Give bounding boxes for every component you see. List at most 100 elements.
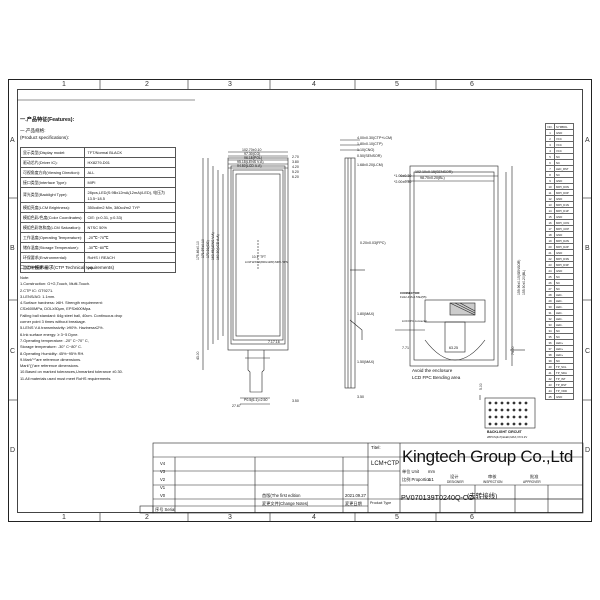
note-line: 7.Operating temperature: -20° C~70° C, — [20, 337, 89, 343]
dim-label: 5.20 — [292, 170, 299, 174]
row-letter: B — [10, 245, 15, 252]
dim-label: 2.70 — [292, 155, 299, 159]
col-number: 6 — [470, 81, 474, 88]
col-number: 5 — [395, 514, 399, 521]
back-dim-label: *1.00±0.30 — [394, 174, 412, 178]
check-label-en: INSPECTION — [483, 480, 503, 484]
side-dim-label: 1.50(MAX) — [357, 360, 375, 364]
note-line: Falling ball standard: 64g steel ball, 4… — [20, 312, 123, 318]
back-dim-label: 159.96±0.15(SENSOR) — [517, 259, 521, 295]
revision-header-date: 変更日期 — [345, 501, 362, 506]
note-line: 5.LENS V.A transmissivity: ≥90%. Hazines… — [20, 325, 104, 331]
row-letter: C — [585, 348, 591, 355]
note-line: Mark"()"are reference dimensions. — [20, 363, 79, 369]
note-line: 2.CTP IC: GT9271. — [20, 287, 54, 293]
dim-label: 7.17.16 — [268, 340, 280, 344]
dim-label: 96.15(POL) — [244, 156, 263, 160]
col-number: 2 — [145, 81, 149, 88]
version-label: V3 — [160, 469, 166, 474]
spec-table: 显示类型(Display model:TFT/Normal BLACK 驱动芯片… — [19, 147, 177, 273]
spec-heading: 一.产品特征(Features): — [20, 117, 75, 123]
scale-label: 比例 Proportion — [402, 477, 431, 482]
spec-section1-en: (Product specifications): — [20, 135, 70, 140]
note-line: Note: — [20, 275, 30, 280]
pin-symbol: GND — [554, 393, 574, 400]
note-line: 9.Mark"*"are reference dimensions. — [20, 356, 82, 362]
back-dim-label: 63.25 — [449, 346, 458, 350]
back-dim-label: 5.00 — [479, 383, 483, 390]
dim-label: 27.67 — [232, 404, 241, 408]
approve-label-en: APPROVER — [523, 480, 541, 484]
side-dim-label: 1.68±0.20(LCM) — [357, 163, 383, 167]
drawing-inner-border — [17, 89, 583, 513]
col-number: 1 — [62, 81, 66, 88]
approve-label: 批准 — [530, 474, 539, 479]
dim-label: 171.97±0.10 — [201, 239, 205, 258]
nature-label: (去转接线) — [467, 493, 498, 500]
dim-label: 175.46±0.10 — [196, 241, 200, 260]
dim-label: 95.18(LENS V.A) — [237, 160, 264, 164]
row-letter: A — [10, 137, 15, 144]
connector-spec: FH12-45S-0.5SH(55) — [400, 295, 427, 299]
note-line: 11.All materials used must meet RoHS req… — [20, 375, 112, 381]
product-type-value: PV070139T0240Q-CO — [401, 493, 474, 502]
dim-label: 97.30(CG) — [244, 152, 261, 156]
back-dim-label: 98.70±0.20(BL) — [420, 176, 445, 180]
col-number: 4 — [312, 81, 316, 88]
version-label: V2 — [160, 477, 166, 482]
col-number: 3 — [228, 514, 232, 521]
revision-date: 2021.09.27 — [345, 493, 366, 498]
side-dim-label: 1.80±0.10(CTP) — [357, 142, 383, 146]
col-number: 2 — [145, 514, 149, 521]
row-letter: D — [585, 447, 591, 454]
note-line: CS≥600MPa, DOL≥30μm, EPS≥600Mpa. — [20, 306, 92, 312]
note-line: 8.Operating Humidity: 45%~95% RH. — [20, 350, 85, 356]
check-label: 审核 — [488, 474, 497, 479]
side-dim-label: 0.50(SENSOR) — [357, 154, 382, 158]
unit-value: mm — [428, 469, 435, 474]
note-line: Storage temperature: -30° C~80° C. — [20, 344, 83, 350]
dim-label: 4.20 — [292, 165, 299, 169]
dim-label: 170.91(CG) — [206, 240, 210, 258]
dim-label: 3.80 — [292, 160, 299, 164]
spec-value: yes — [84, 262, 177, 273]
back-dim-label: 155.90±0.20(BL) — [522, 269, 526, 295]
note-avoid-enclosure: Avoid the enclosure — [412, 368, 453, 373]
col-number: 6 — [470, 514, 474, 521]
side-dim-label: 3.50 — [357, 395, 364, 399]
note-line: corner point 3 times without breakage. — [20, 319, 86, 325]
dim-label: 102.70±0.10 — [242, 148, 262, 152]
side-dim-label: 1.10(CNG) — [357, 148, 375, 152]
drawing-frame — [8, 79, 592, 522]
pin-number: 45 — [545, 393, 555, 400]
col-number: 3 — [228, 81, 232, 88]
version-label: V0 — [160, 493, 166, 498]
note-bending-area: LCD FPC Bending area — [412, 375, 461, 380]
company-name: Kingtech Group Co.,Ltd — [402, 447, 574, 466]
spec-label: 是否带触摸 ctp: — [19, 262, 86, 273]
dim-label: 3.50 — [292, 399, 299, 403]
revision-header: 変更文件(Change Notes) — [262, 501, 309, 506]
dim-label: 163.45(LENS V.A) — [211, 232, 215, 260]
side-dim-label: 1.80(MAX) — [357, 312, 375, 316]
note-line: 1.Construction: G+G,Touch, Multi-Touch. — [20, 281, 91, 287]
connector-label: CONNECTOR: — [400, 291, 421, 295]
revision-note: 首版(The first edition — [262, 493, 301, 498]
dim-label: 6.20 — [292, 175, 299, 179]
row-letter: C — [10, 348, 16, 355]
title-value: LCM+CTP — [371, 461, 400, 467]
note-line: 3.LENS/AG: 1.1mm. — [20, 293, 56, 299]
note-line: 10.Based on marked tolerances,Unmarked t… — [20, 369, 123, 375]
col-number: 1 — [62, 514, 66, 521]
scale-value: 1:1 — [428, 477, 434, 482]
version-label: V4 — [160, 461, 166, 466]
ctp-heading: 二.CTP技术要求(CTP Technical requirements) — [20, 265, 115, 270]
product-type-label: Product Type — [370, 501, 392, 505]
col-number: 5 — [395, 81, 399, 88]
dim-label: 160.80(LCD A.A) — [216, 234, 220, 260]
spec-row: 是否带触摸 ctp:yes — [19, 262, 177, 273]
ctp-notes: Note: 1.Construction: G+G,Touch, Multi-T… — [20, 275, 188, 382]
